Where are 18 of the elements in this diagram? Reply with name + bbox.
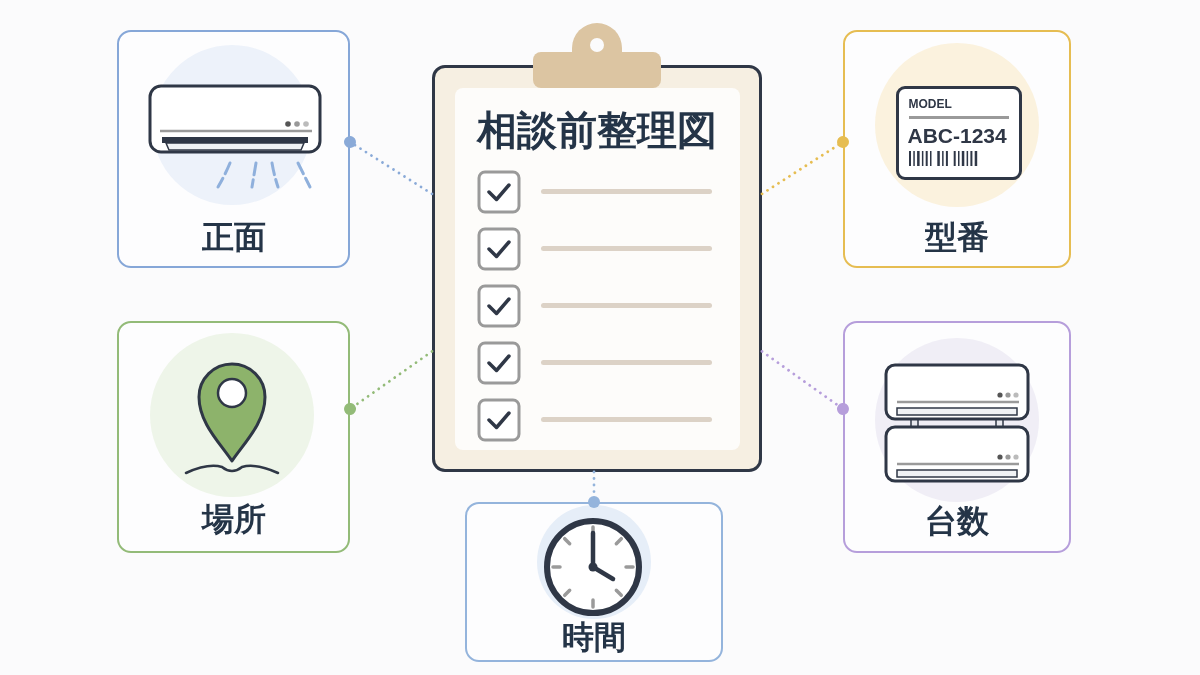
clipboard-title: 相談前整理図 bbox=[477, 108, 717, 152]
model-number: ABC-1234 bbox=[907, 124, 1007, 146]
card-label: 台数 bbox=[925, 503, 989, 539]
card-label: 型番 bbox=[925, 219, 989, 255]
topic-card bbox=[117, 30, 350, 268]
dotted-connector bbox=[344, 136, 434, 196]
card-label: 場所 bbox=[201, 501, 266, 537]
card-label: 時間 bbox=[562, 619, 626, 655]
plate-heading: MODEL bbox=[908, 97, 952, 110]
dotted-connector bbox=[760, 136, 849, 196]
topic-card bbox=[465, 502, 723, 662]
topic-card bbox=[843, 321, 1071, 553]
topic-card bbox=[843, 30, 1071, 268]
dotted-connector bbox=[344, 350, 434, 415]
dotted-connector bbox=[760, 350, 849, 415]
dotted-connector bbox=[588, 470, 600, 508]
topic-card bbox=[117, 321, 350, 553]
card-label: 正面 bbox=[201, 219, 266, 255]
